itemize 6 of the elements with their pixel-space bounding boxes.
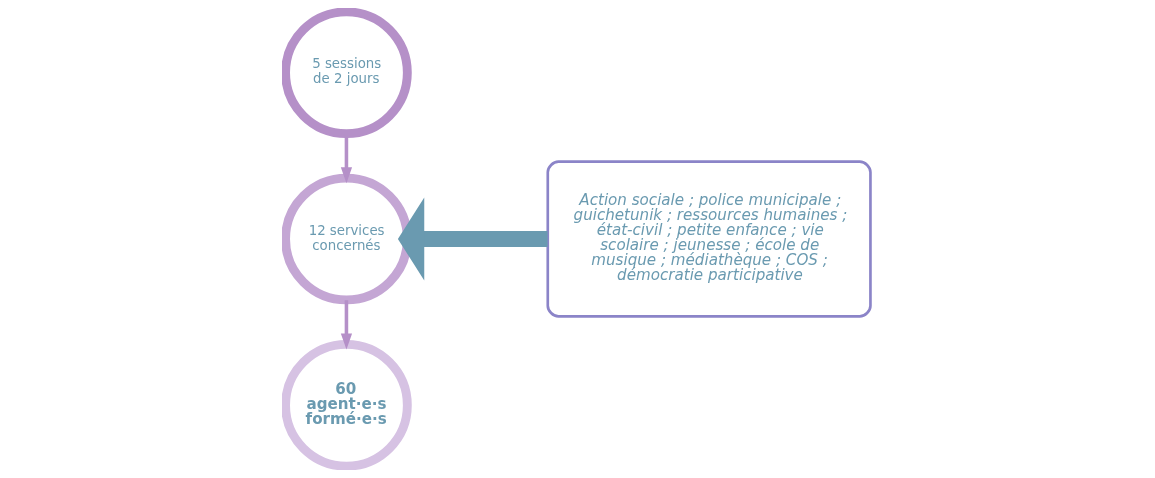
arrow — [340, 300, 352, 350]
node-circle: 5 sessions de 2 jours — [281, 8, 412, 139]
node-circle: 60 agent·e·s formé·e·s — [281, 339, 412, 470]
node-circle: 12 services concernés — [281, 173, 412, 305]
arrow — [397, 197, 548, 281]
node-box: Action sociale ; police municipale ; guichetunik ; ressources humaines ; état-civil ; petite enfance ; vie scolaire ; jeunesse ; école de musique ; médiathèque ; COS ; démocratie participative — [545, 160, 872, 318]
